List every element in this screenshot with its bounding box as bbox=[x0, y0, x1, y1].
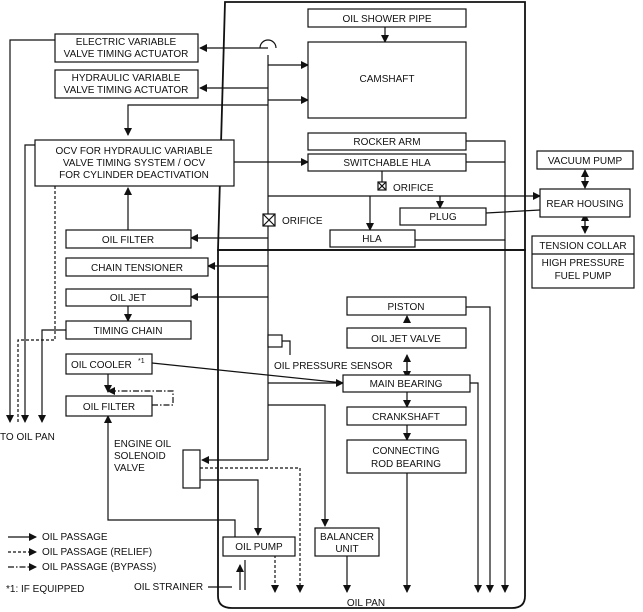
legend-oil-passage: OIL PASSAGE bbox=[42, 532, 108, 543]
engine-oil-sv-label-2: SOLENOID bbox=[114, 451, 166, 462]
oil-pressure-sensor-label: OIL PRESSURE SENSOR bbox=[274, 361, 393, 372]
oil-pressure-sensor-symbol bbox=[267, 334, 291, 355]
ocv-label-3: FOR CYLINDER DEACTIVATION bbox=[59, 170, 209, 181]
crankshaft-box: CRANKSHAFT bbox=[346, 406, 467, 426]
oil-jet-box: OIL JET bbox=[65, 288, 192, 307]
plug-label: PLUG bbox=[429, 212, 456, 223]
oil-pan-label: OIL PAN bbox=[347, 598, 385, 609]
balancer-unit-box: BALANCER UNIT bbox=[314, 527, 380, 557]
timing-chain-label: TIMING CHAIN bbox=[94, 326, 163, 337]
hydraulic-vvt-label-1: HYDRAULIC VARIABLE bbox=[72, 73, 181, 84]
switchable-hla-box: SWITCHABLE HLA bbox=[307, 153, 467, 172]
footnote-if-equipped: *1: IF EQUIPPED bbox=[6, 584, 84, 595]
oil-filter-lower-label: OIL FILTER bbox=[83, 402, 135, 413]
connecting-rod-label-2: ROD BEARING bbox=[371, 459, 441, 470]
switchable-hla-label: SWITCHABLE HLA bbox=[343, 158, 431, 169]
cylinder-block-outline bbox=[217, 249, 526, 609]
rear-housing-box: REAR HOUSING bbox=[539, 188, 631, 218]
orifice-symbol-lower bbox=[262, 213, 276, 227]
hp-fuel-pump-label-2: FUEL PUMP bbox=[555, 271, 612, 282]
oil-shower-pipe-box: OIL SHOWER PIPE bbox=[307, 8, 467, 28]
tension-collar-label: TENSION COLLAR bbox=[539, 241, 626, 252]
ocv-label-1: OCV FOR HYDRAULIC VARIABLE bbox=[55, 146, 212, 157]
oil-cooler-box: OIL COOLER *1 bbox=[65, 353, 153, 375]
oil-strainer-label: OIL STRAINER bbox=[134, 582, 203, 593]
legend-oil-passage-relief: OIL PASSAGE (RELIEF) bbox=[42, 547, 152, 558]
oil-pump-label: OIL PUMP bbox=[235, 542, 283, 553]
legend-oil-passage-bypass: OIL PASSAGE (BYPASS) bbox=[42, 562, 156, 573]
oil-shower-pipe-label: OIL SHOWER PIPE bbox=[342, 14, 431, 25]
legend: OIL PASSAGE OIL PASSAGE (RELIEF) OIL PAS… bbox=[6, 532, 156, 595]
hydraulic-vvt-actuator-box: HYDRAULIC VARIABLE VALVE TIMING ACTUATOR bbox=[54, 69, 199, 99]
orifice-lower-label: ORIFICE bbox=[282, 216, 323, 227]
engine-oil-sv-label-1: ENGINE OIL bbox=[114, 439, 172, 450]
rear-housing-label: REAR HOUSING bbox=[546, 199, 623, 210]
orifice-symbol-upper bbox=[377, 181, 387, 191]
piston-label: PISTON bbox=[387, 302, 424, 313]
oil-pump-box: OIL PUMP bbox=[222, 536, 296, 557]
rocker-arm-label: ROCKER ARM bbox=[353, 137, 420, 148]
hla-box: HLA bbox=[329, 229, 416, 248]
connecting-rod-bearing-box: CONNECTING ROD BEARING bbox=[346, 439, 467, 474]
oil-passages bbox=[6, 27, 589, 593]
oil-jet-valve-label: OIL JET VALVE bbox=[371, 334, 441, 345]
timing-chain-box: TIMING CHAIN bbox=[65, 320, 192, 340]
vacuum-pump-label: VACUUM PUMP bbox=[548, 156, 623, 167]
rocker-arm-box: ROCKER ARM bbox=[307, 132, 467, 151]
oil-cooler-label: OIL COOLER bbox=[71, 360, 132, 371]
oil-filter-upper-box: OIL FILTER bbox=[65, 229, 192, 249]
orifice-upper-label: ORIFICE bbox=[393, 183, 434, 194]
electric-vvt-actuator-box: ELECTRIC VARIABLE VALVE TIMING ACTUATOR bbox=[54, 33, 199, 63]
hla-label: HLA bbox=[362, 234, 382, 245]
to-oil-pan-label: TO OIL PAN bbox=[0, 432, 55, 443]
chain-tensioner-box: CHAIN TENSIONER bbox=[65, 257, 209, 277]
engine-oil-solenoid-valve: ENGINE OIL SOLENOID VALVE bbox=[114, 439, 201, 489]
piston-box: PISTON bbox=[346, 296, 467, 316]
balancer-label-2: UNIT bbox=[335, 544, 358, 555]
main-bearing-box: MAIN BEARING bbox=[342, 374, 471, 393]
vacuum-pump-box: VACUUM PUMP bbox=[536, 150, 634, 170]
plug-box: PLUG bbox=[399, 207, 487, 226]
oil-cooler-note: *1 bbox=[138, 358, 145, 365]
electric-vvt-label-1: ELECTRIC VARIABLE bbox=[76, 37, 177, 48]
main-bearing-label: MAIN BEARING bbox=[370, 379, 443, 390]
electric-vvt-label-2: VALVE TIMING ACTUATOR bbox=[64, 49, 189, 60]
engine-oil-sv-label-3: VALVE bbox=[114, 463, 145, 474]
oil-jet-valve-box: OIL JET VALVE bbox=[346, 327, 467, 349]
camshaft-box: CAMSHAFT bbox=[307, 41, 467, 119]
camshaft-label: CAMSHAFT bbox=[360, 74, 415, 85]
connecting-rod-label-1: CONNECTING bbox=[372, 446, 439, 457]
hydraulic-vvt-label-2: VALVE TIMING ACTUATOR bbox=[64, 85, 189, 96]
oil-jet-label: OIL JET bbox=[110, 293, 146, 304]
oil-filter-upper-label: OIL FILTER bbox=[102, 235, 154, 246]
chain-tensioner-label: CHAIN TENSIONER bbox=[91, 263, 183, 274]
balancer-label-1: BALANCER bbox=[320, 532, 374, 543]
oil-filter-lower-box: OIL FILTER bbox=[65, 395, 153, 417]
ocv-box: OCV FOR HYDRAULIC VARIABLE VALVE TIMING … bbox=[34, 139, 235, 187]
tension-collar-box: TENSION COLLAR HIGH PRESSURE FUEL PUMP bbox=[531, 235, 635, 289]
crankshaft-label: CRANKSHAFT bbox=[372, 412, 440, 423]
hp-fuel-pump-label-1: HIGH PRESSURE bbox=[542, 258, 625, 269]
ocv-label-2: VALVE TIMING SYSTEM / OCV bbox=[63, 158, 206, 169]
